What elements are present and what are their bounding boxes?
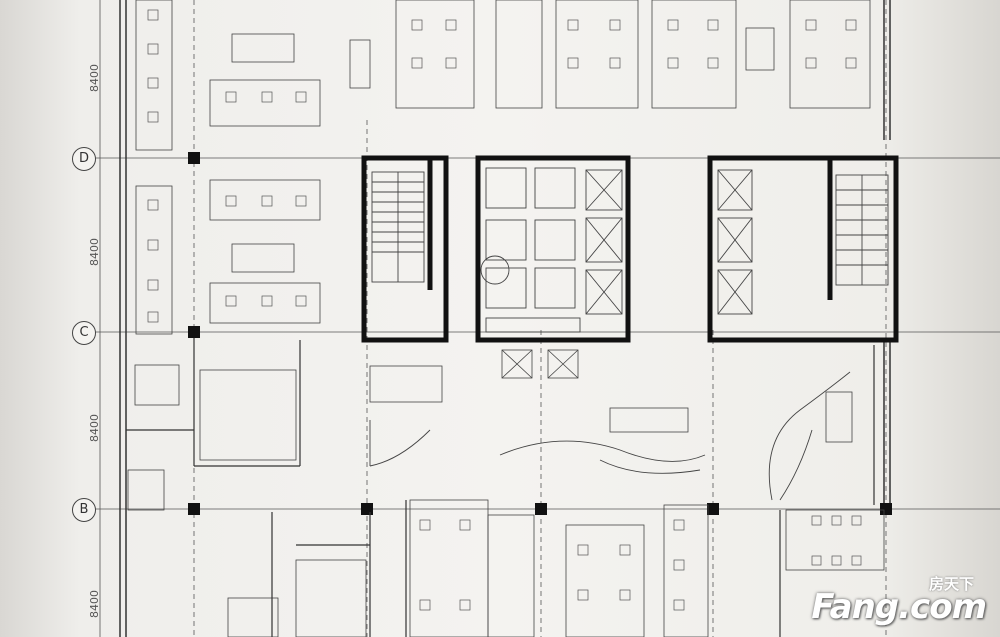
structural-columns <box>188 152 892 515</box>
building-core <box>361 155 899 343</box>
core-interior-detail <box>371 167 889 333</box>
restroom-core <box>475 155 631 343</box>
dimension-label: 8400 <box>88 414 101 442</box>
column <box>188 503 200 515</box>
grid-bubble-c: C <box>72 321 96 345</box>
column <box>880 503 892 515</box>
column <box>707 503 719 515</box>
stair-core-left <box>361 155 449 343</box>
grid-bubble-b: B <box>72 498 96 522</box>
column <box>361 503 373 515</box>
watermark-logo-text: Fang.com <box>811 587 987 627</box>
workstation-clusters <box>127 0 885 637</box>
watermark-chinese-text: 房天下 <box>928 575 974 593</box>
reception-curves <box>369 371 851 501</box>
dimension-label: 8400 <box>88 590 101 618</box>
chairs <box>147 9 862 611</box>
axis-grid-lines <box>92 0 1000 637</box>
partition-walls <box>126 338 875 637</box>
outer-walls <box>119 0 891 637</box>
watermark: 房天下 Fang.com <box>796 573 987 629</box>
column <box>188 326 200 338</box>
grid-bubble-d: D <box>72 147 96 171</box>
elevator-core-right <box>707 155 899 343</box>
column <box>535 503 547 515</box>
dimension-label: 8400 <box>88 238 101 266</box>
column <box>188 152 200 164</box>
dimension-label: 8400 <box>88 64 101 92</box>
planter-symbols <box>501 349 579 379</box>
